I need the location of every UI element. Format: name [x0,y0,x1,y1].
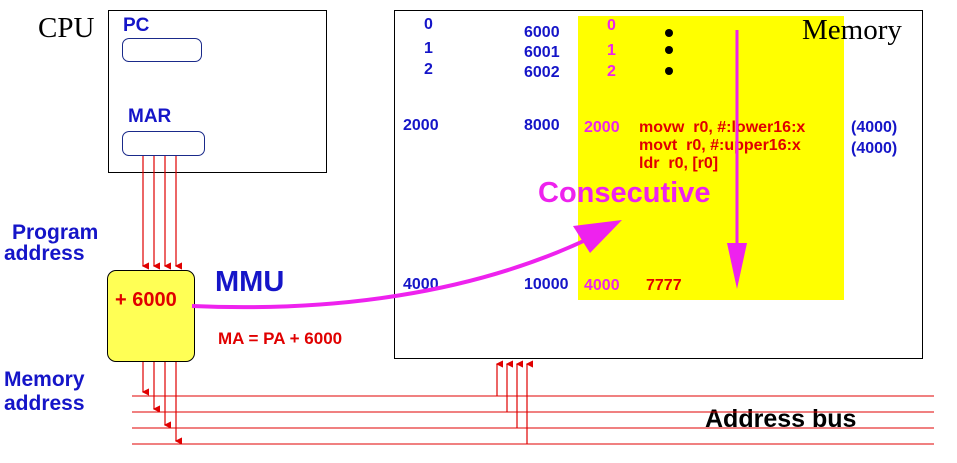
cpu-label: CPU [38,12,95,44]
consecutive-arrowhead [727,243,747,289]
mmu-formula: MA = PA + 6000 [218,329,343,348]
program-address-1: 1 [424,40,433,57]
instruction-1: movt r0, #:upper16:x [639,137,801,154]
mmu-label: MMU [215,266,285,298]
mapping-curve-arrowhead [573,220,622,253]
contents-label-0: 0 [607,17,616,34]
contents-label-2: 2 [607,63,616,80]
mar-register [122,131,205,156]
contents-label-1: 1 [607,42,616,59]
program-address-2: 2 [424,61,433,78]
memory-address-2: 6002 [524,64,560,81]
memory-address-label-line2: address [4,392,85,415]
contents-label-4: 4000 [584,277,620,294]
memory-box [394,10,923,359]
annotation-1: (4000) [851,140,898,157]
annotation-0: (4000) [851,119,898,136]
ellipsis-dot-2 [665,46,673,54]
memory-address-1: 6001 [524,44,560,61]
program-address-0: 0 [424,16,433,33]
memory-address-label-line1: Memory [4,368,85,391]
contents-label-3: 2000 [584,119,620,136]
memory-address-3: 8000 [524,117,560,134]
bus-to-memory-lines [495,360,533,444]
program-address-label-line2: address [4,242,85,265]
mmu-box-text: + 6000 [115,289,177,311]
ellipsis-dot-3 [665,67,673,75]
memory-address-4: 10000 [524,276,569,293]
cpu-box [108,10,327,173]
mar-label: MAR [128,106,172,127]
pc-register [122,38,202,62]
mapping-curve-arrow [191,236,591,310]
mar-to-mmu-lines [141,156,182,270]
address-bus-lines [132,395,934,445]
ellipsis-dot-1 [665,29,673,37]
mmu-box [107,270,195,362]
instruction-0: movw r0, #:lower16:x [639,119,806,136]
pc-label: PC [123,15,150,36]
memory-address-0: 6000 [524,24,560,41]
program-address-label-line1: Program [12,221,99,244]
memory-label: Memory [802,14,902,46]
instruction-2: ldr r0, [r0] [639,155,719,172]
mmu-to-bus-lines [141,362,182,445]
data-value: 7777 [646,277,682,294]
program-address-3: 2000 [403,117,439,134]
memory-highlight [578,16,844,300]
consecutive-label: Consecutive [538,177,711,209]
